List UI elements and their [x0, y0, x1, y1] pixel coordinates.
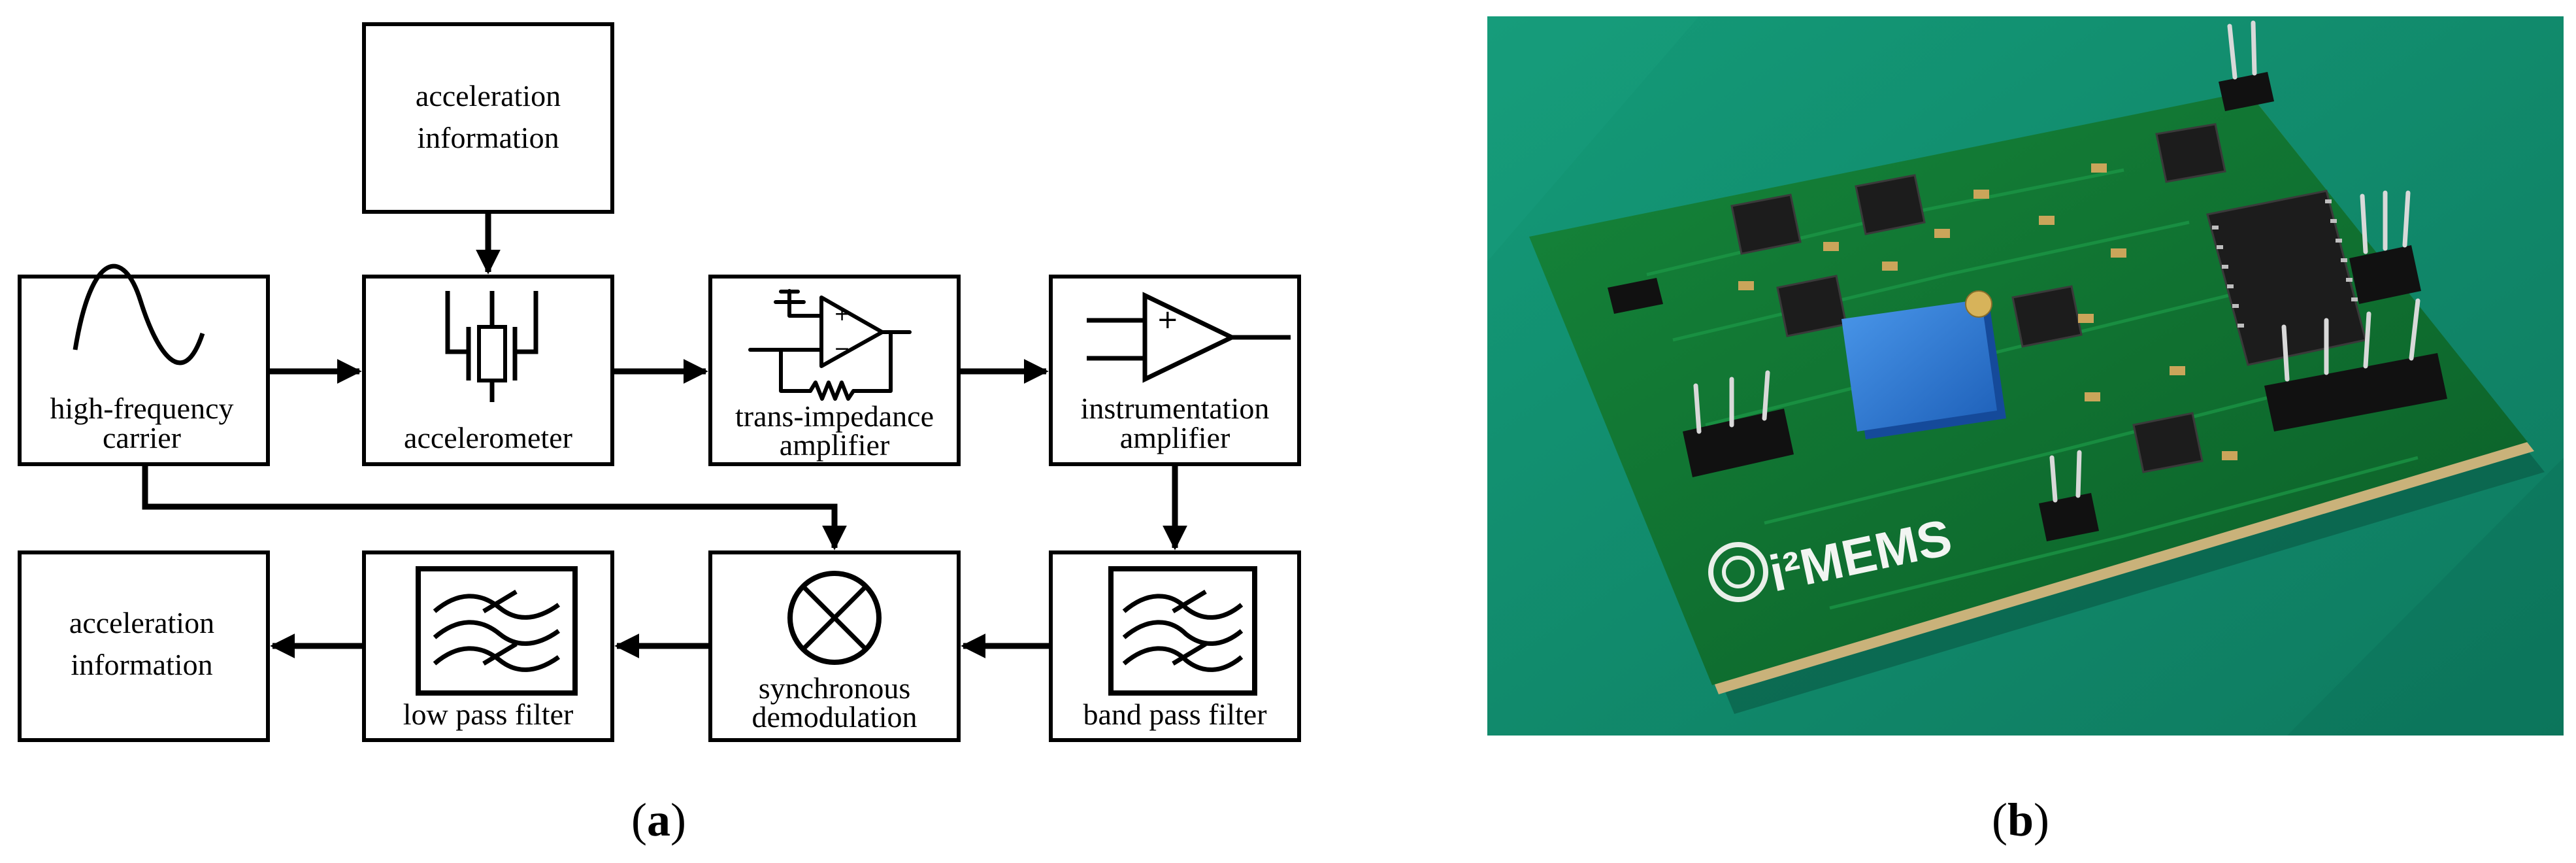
block-label-line2: carrier — [103, 421, 181, 454]
block-label-line1: acceleration — [69, 606, 214, 639]
trimmer-potentiometer — [1841, 290, 2006, 439]
block-label-line1: high-frequency — [50, 392, 234, 425]
pcb-photo: i²MEMS — [1487, 16, 2564, 736]
op-amp-feedback-icon: + − — [748, 289, 912, 401]
block-label-line2: information — [71, 648, 212, 681]
block-instrumentation-amplifier: + instrumentation amplifier — [1049, 275, 1301, 466]
svg-text:+: + — [1157, 305, 1179, 335]
block-label-line2: amplifier — [1120, 421, 1230, 454]
block-label-line1: acceleration — [416, 79, 561, 112]
caption-b-text: (b) — [1992, 794, 2049, 846]
block-label: accelerometer — [404, 421, 572, 454]
amplifier-triangle-icon: + — [1087, 292, 1291, 383]
filter-symbol-icon — [416, 566, 578, 696]
block-label-line2: amplifier — [780, 428, 890, 462]
accelerometer-symbol-icon — [445, 291, 538, 402]
block-trans-impedance-amplifier: + − trans-impedance amplifier — [708, 275, 961, 466]
filter-symbol-icon — [1108, 566, 1257, 696]
block-acceleration-information-input: acceleration information — [362, 22, 614, 214]
caption-b: (b) — [1992, 794, 2049, 846]
multiplier-icon — [787, 571, 882, 665]
block-label: band pass filter — [1083, 698, 1266, 731]
block-accelerometer: accelerometer — [362, 275, 614, 466]
svg-text:−: − — [834, 337, 850, 360]
block-high-frequency-carrier: high-frequency carrier — [18, 263, 270, 466]
block-label: low pass filter — [403, 698, 574, 731]
caption-a-text: (a) — [631, 794, 686, 846]
block-low-pass-filter: low pass filter — [362, 550, 614, 742]
block-synchronous-demodulation: synchronous demodulation — [708, 550, 961, 742]
pin-headers — [1608, 20, 2447, 541]
block-label-line2: information — [417, 121, 559, 154]
arrow-carrier-to-demod — [142, 464, 847, 550]
caption-a: (a) — [631, 794, 686, 846]
block-acceleration-information-output: acceleration information — [18, 550, 270, 742]
block-label-line1: trans-impedance — [735, 399, 934, 433]
block-label-line1: synchronous — [759, 671, 911, 705]
block-label-line1: instrumentation — [1081, 392, 1270, 425]
block-label-line2: demodulation — [752, 700, 917, 734]
block-diagram: acceleration information high-frequency … — [18, 22, 1301, 742]
svg-text:+: + — [834, 303, 850, 326]
block-band-pass-filter: band pass filter — [1049, 550, 1301, 742]
connector-arrows — [142, 212, 1187, 658]
sine-wave-icon — [73, 263, 205, 365]
